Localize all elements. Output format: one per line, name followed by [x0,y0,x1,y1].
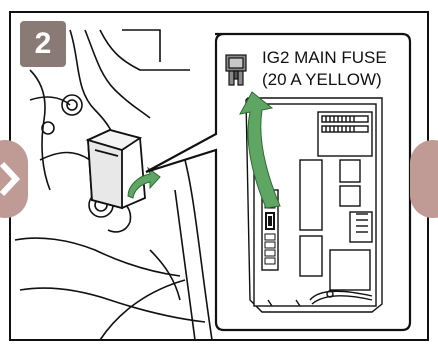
ig2-fuse-slot [265,212,275,230]
fuse-name-text: IG2 MAIN FUSE [262,47,412,69]
step-number-badge: 2 [20,21,66,67]
fuse-callout-label: IG2 MAIN FUSE (20 A YELLOW) [262,47,412,91]
fuse-box-unit [88,130,145,208]
fuse-rating-text: (20 A YELLOW) [262,69,412,91]
next-step-arrow[interactable] [410,140,438,218]
previous-step-arrow[interactable] [0,140,28,218]
chevron-right-icon [0,140,28,218]
